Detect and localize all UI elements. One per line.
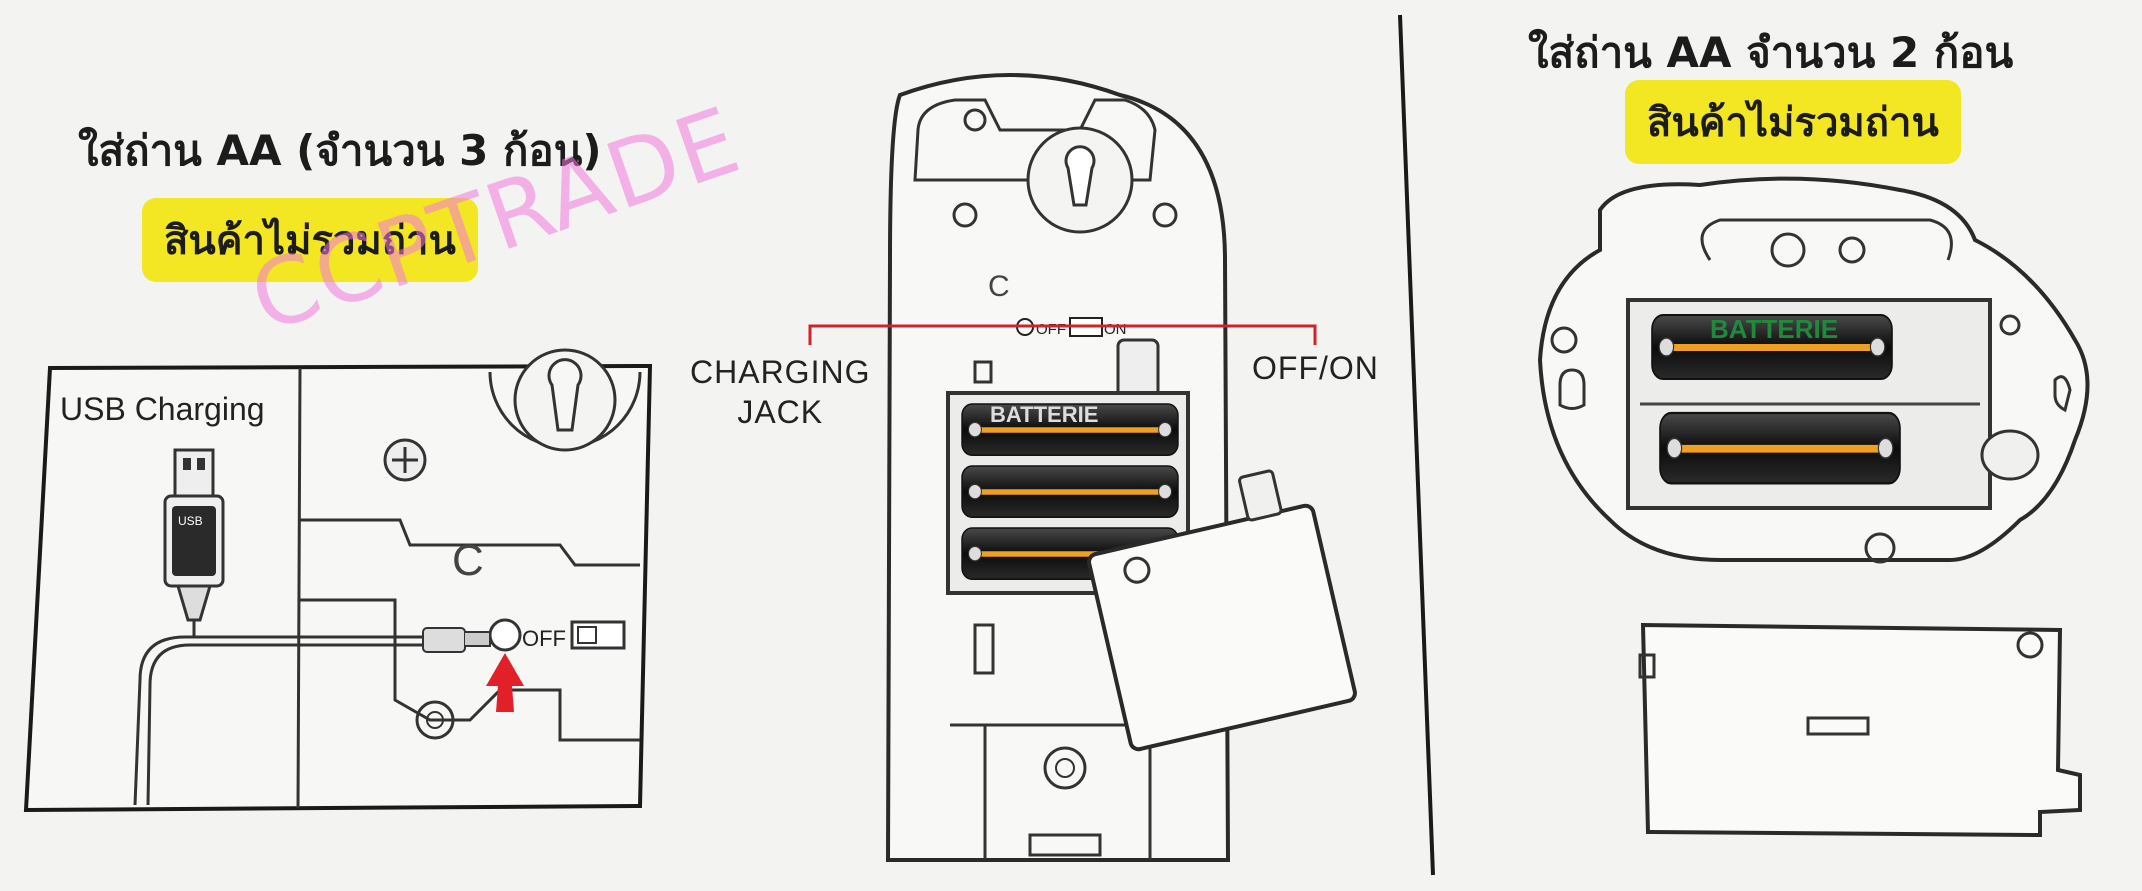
svg-text:C: C [452,536,484,585]
right-battery-brand: BATTERIE [1710,314,1838,344]
inset-switch-off: OFF [522,626,566,651]
usb-plug-text: USB [178,514,203,528]
usb-charging-label: USB Charging [60,391,265,427]
right-title: ใส่ถ่าน AA จำนวน 2 ก้อน [1528,28,2014,77]
center-switch-on: ON [1104,321,1127,338]
charging-jack-line1: CHARGING [690,354,871,390]
center-switch-off: OFF [1036,321,1066,338]
right-no-battery-badge: สินค้าไม่รวมถ่าน [1625,80,1961,164]
off-on-label: OFF/ON [1252,350,1379,386]
center-battery-brand: BATTERIE [990,402,1098,427]
car-underside-3-battery: C OFF ON BATTERIE [808,73,1357,862]
car-underside-2-battery: BATTERIE [1537,176,2090,838]
left-title: ใส่ถ่าน AA (จำนวน 3 ก้อน) [78,126,602,175]
usb-charging-inset: C OFF USB [23,348,653,813]
charging-jack-label: CHARGING JACK [690,352,870,432]
svg-text:C: C [988,270,1010,303]
panel-divider [1398,14,1435,876]
charging-jack-line2: JACK [737,394,824,430]
left-no-battery-badge: สินค้าไม่รวมถ่าน [142,198,478,282]
